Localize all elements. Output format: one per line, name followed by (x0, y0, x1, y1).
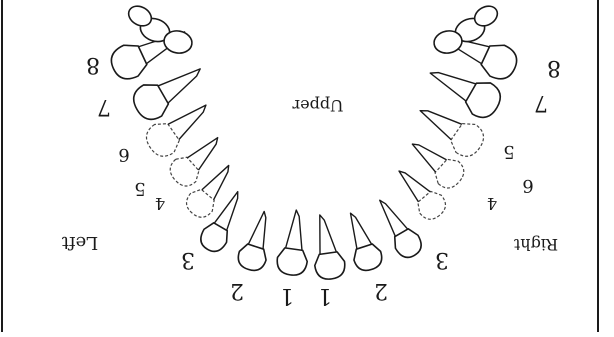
tooth-root (248, 210, 274, 249)
tooth-crown (414, 188, 451, 224)
tooth-number-left-2: 2 (230, 278, 244, 303)
tooth-number-left-1: 1 (280, 283, 294, 308)
tooth-number-left-5: 5 (134, 178, 145, 199)
tooth-number-left-4: 4 (155, 194, 165, 213)
tooth-crown (431, 155, 469, 193)
tooth-crown (462, 77, 506, 123)
tooth-root (214, 189, 246, 230)
arch-label-upper: Upper (292, 96, 343, 115)
tooth-number-right-6: 6 (522, 175, 533, 196)
side-label-right: Right (513, 235, 558, 254)
tooth-crown (235, 242, 269, 273)
tooth-number-right-2: 2 (374, 278, 388, 303)
tooth-crown (313, 251, 346, 281)
tooth-right-1 (308, 212, 347, 281)
tooth-number-left-6: 6 (118, 144, 129, 165)
tooth-crown (141, 118, 183, 162)
tooth-crown (196, 220, 232, 256)
tooth-number-left-3: 3 (181, 247, 195, 272)
tooth-crown (447, 118, 489, 162)
tooth-root (346, 210, 372, 249)
tooth-number-right-7: 7 (534, 90, 548, 115)
tooth-crown (390, 226, 426, 262)
tooth-root (376, 195, 408, 236)
tooth-left-1 (275, 208, 314, 277)
tooth-left-2 (235, 208, 280, 274)
tooth-crown (182, 186, 219, 222)
tooth-root (315, 213, 337, 254)
tooth-crown (478, 40, 521, 84)
tooth-right-2 (340, 208, 385, 274)
tooth-root (286, 209, 308, 250)
tooth-crown (275, 247, 308, 277)
tooth-number-right-1: 1 (318, 283, 332, 308)
tooth-crown (128, 79, 172, 125)
tooth-number-right-4: 4 (487, 194, 497, 213)
tooth-number-right-8: 8 (547, 55, 561, 80)
teeth-group (106, 2, 521, 281)
side-label-left: Left (61, 232, 98, 253)
tooth-root (395, 164, 430, 201)
tooth-number-right-5: 5 (503, 141, 514, 162)
tooth-crown (106, 40, 149, 84)
tooth-number-left-8: 8 (86, 52, 100, 77)
tooth-number-right-3: 3 (435, 247, 449, 272)
tooth-number-left-7: 7 (97, 94, 111, 119)
tooth-crown (165, 153, 203, 191)
